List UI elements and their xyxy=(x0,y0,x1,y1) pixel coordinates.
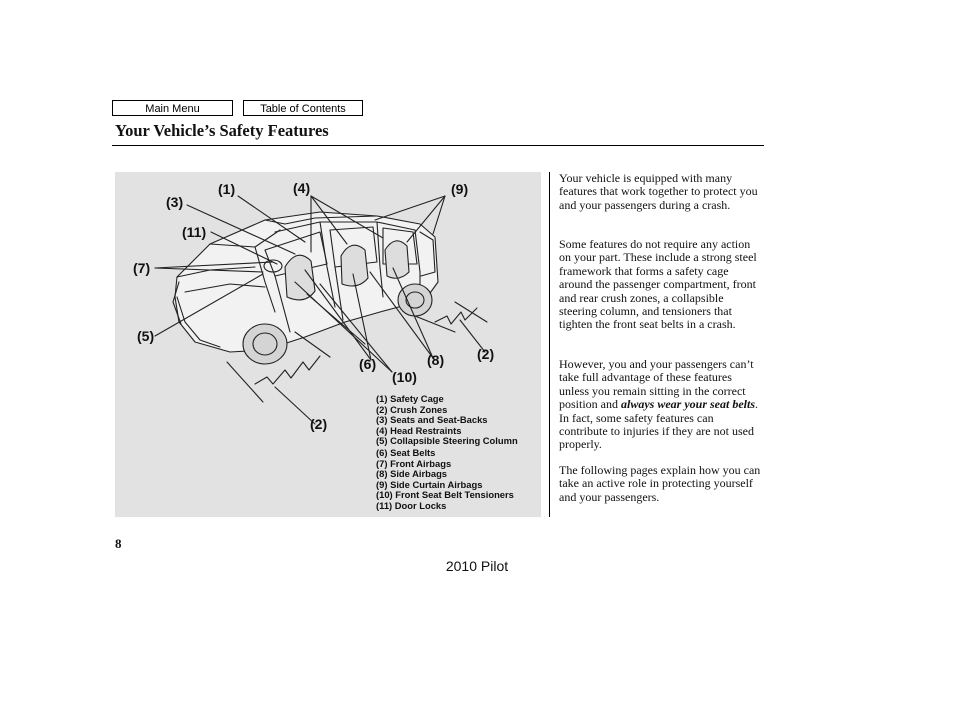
legend-item: (8) Side Airbags xyxy=(376,468,448,480)
legend-item: (9) Side Curtain Airbags xyxy=(376,478,483,490)
main-menu-button[interactable]: Main Menu xyxy=(112,100,233,116)
page-title: Your Vehicle’s Safety Features xyxy=(115,121,329,140)
callout-3: (3) xyxy=(166,194,184,210)
figure-legend: (1) Safety Cage (2) Crush Zones (3) Seat… xyxy=(376,393,518,512)
callout-2-front: (2) xyxy=(310,416,328,432)
legend-item: (5) Collapsible Steering Column xyxy=(376,435,518,447)
table-of-contents-button[interactable]: Table of Contents xyxy=(243,100,363,116)
column-divider xyxy=(549,172,550,517)
legend-item: (11) Door Locks xyxy=(376,499,447,511)
paragraph-following-pages: The following pages explain how you can … xyxy=(559,463,761,504)
callout-9: (9) xyxy=(451,181,469,197)
paragraph-seat-belts: However, you and your passengers can’t t… xyxy=(559,357,764,452)
safety-features-figure: (1) (4) (9) (3) (11) (7) (5) (2) (6) (8)… xyxy=(115,172,541,517)
legend-item: (7) Front Airbags xyxy=(376,457,452,469)
footer-model: 2010 Pilot xyxy=(445,558,509,574)
callout-1: (1) xyxy=(218,181,236,197)
legend-item: (10) Front Seat Belt Tensioners xyxy=(376,489,514,501)
legend-item: (6) Seat Belts xyxy=(376,446,436,458)
callout-7: (7) xyxy=(133,260,151,276)
callout-11: (11) xyxy=(182,224,207,240)
callout-4: (4) xyxy=(293,180,311,196)
paragraph-intro: Your vehicle is equipped with many featu… xyxy=(559,171,758,212)
vehicle-cutaway-illustration xyxy=(154,195,488,425)
callout-10: (10) xyxy=(392,369,417,385)
callout-6: (6) xyxy=(359,356,377,372)
paragraph-text: . In fact, some safety features can cont… xyxy=(559,397,758,452)
paragraph-text: However, you and your passengers can’t t… xyxy=(559,357,754,412)
legend-item: (2) Crush Zones xyxy=(376,403,448,415)
paragraph-passive-features: Some features do not require any action … xyxy=(559,237,757,332)
page-number: 8 xyxy=(115,536,122,551)
callout-5: (5) xyxy=(137,328,155,344)
legend-item: (1) Safety Cage xyxy=(376,393,444,404)
legend-item: (4) Head Restraints xyxy=(376,424,462,436)
title-rule xyxy=(112,145,764,146)
legend-item: (3) Seats and Seat-Backs xyxy=(376,414,488,426)
callout-2-rear: (2) xyxy=(477,346,495,362)
emphasis-text: always wear your seat belts xyxy=(621,397,755,412)
callout-8: (8) xyxy=(427,352,445,368)
